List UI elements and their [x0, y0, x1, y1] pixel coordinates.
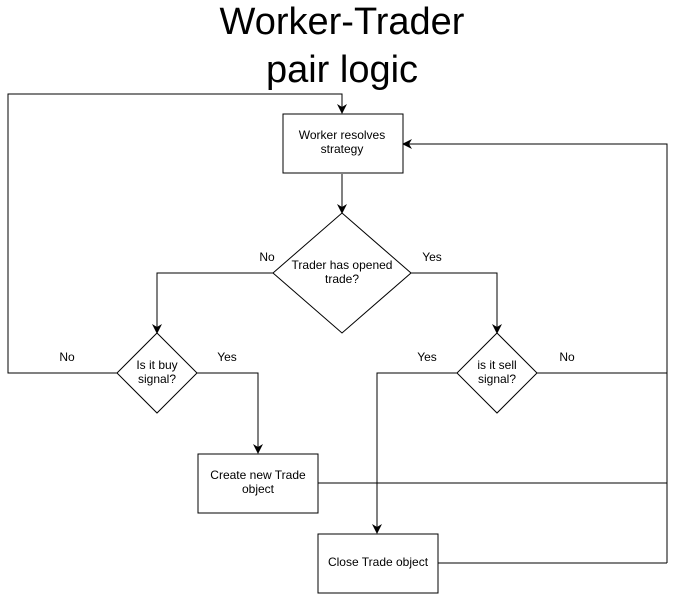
- node-trader-has-opened-trade: Trader has opened trade?: [272, 212, 412, 334]
- node-buy-signal-line2: signal?: [138, 372, 176, 386]
- label-buy-no: No: [59, 350, 75, 364]
- node-worker-resolves-line1: Worker resolves: [299, 128, 385, 142]
- edge-right-loop-to-worker: [402, 139, 668, 563]
- edge-trader-yes-to-sell: [411, 272, 502, 334]
- node-create-new-trade-object: Create new Trade object: [197, 453, 319, 514]
- node-create-trade-line2: object: [242, 482, 275, 496]
- label-trader-yes: Yes: [422, 250, 442, 264]
- label-sell-yes: Yes: [417, 350, 437, 364]
- node-trader-opened-line1: Trader has opened: [292, 258, 393, 272]
- label-sell-no: No: [559, 350, 575, 364]
- node-is-it-buy-signal: Is it buy signal?: [116, 332, 198, 414]
- diagram-title-line1: Worker-Trader: [220, 1, 465, 43]
- node-sell-signal-line2: signal?: [478, 372, 516, 386]
- node-close-trade-object: Close Trade object: [317, 533, 439, 594]
- edge-buy-yes-to-create: [197, 372, 263, 454]
- node-worker-resolves-line2: strategy: [321, 142, 364, 156]
- edge-buy-no-loop: [7, 93, 347, 374]
- label-buy-yes: Yes: [217, 350, 237, 364]
- node-is-it-sell-signal: is it sell signal?: [456, 332, 538, 414]
- diagram-title-line2: pair logic: [266, 49, 418, 91]
- label-trader-no: No: [259, 250, 275, 264]
- node-worker-resolves-strategy: Worker resolves strategy: [282, 113, 404, 174]
- node-sell-signal-line1: is it sell: [477, 358, 516, 372]
- edge-trader-no-to-buy: [152, 272, 273, 334]
- edge-sell-yes-to-close: [372, 372, 457, 534]
- node-buy-signal-line1: Is it buy: [136, 358, 177, 372]
- node-close-trade-line1: Close Trade object: [328, 555, 429, 569]
- node-trader-opened-line2: trade?: [325, 272, 359, 286]
- node-create-trade-line1: Create new Trade: [210, 468, 306, 482]
